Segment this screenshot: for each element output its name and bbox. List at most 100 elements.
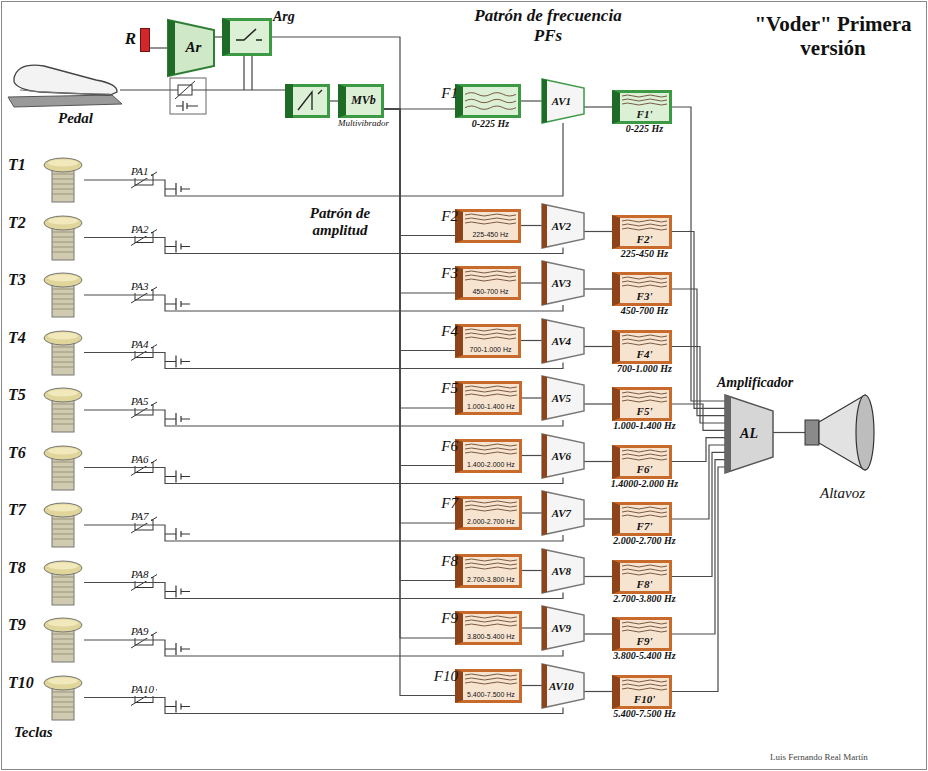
wave-line xyxy=(622,400,667,402)
filter-name: F10' xyxy=(634,693,655,705)
filter-waves xyxy=(622,679,667,691)
part-name: AV3 xyxy=(552,277,571,290)
output-filter: F9'3.800-5.400 Hz xyxy=(612,617,672,651)
wave-line xyxy=(465,674,517,676)
key-battery xyxy=(165,183,190,195)
wave-line xyxy=(622,684,667,686)
signal-name: PA7 xyxy=(129,510,151,523)
key-stem xyxy=(52,513,74,547)
switch-contact xyxy=(236,29,262,40)
amplifier-edge xyxy=(542,491,547,535)
key-cap xyxy=(44,446,82,460)
key-drawing xyxy=(42,559,84,607)
key-button: T9 xyxy=(8,616,84,664)
key-cap xyxy=(44,331,82,345)
output-filter: F7'2.000-2.700 Hz xyxy=(612,502,672,536)
pedal-to-switch-wire xyxy=(244,56,252,90)
key-ridge xyxy=(52,184,74,185)
multivibrator-block: MVbMultivibrador xyxy=(338,84,384,118)
signal-wire xyxy=(584,518,612,519)
key-name: T3 xyxy=(8,271,26,289)
key-drawing xyxy=(42,156,84,204)
output-filter: F5'1.000-1.400 Hz xyxy=(612,387,672,421)
key-cap-top xyxy=(48,562,78,569)
frequency-band: 450-700 Hz xyxy=(621,305,669,317)
frequency-band: 1.000-1.400 Hz xyxy=(613,420,676,432)
key-cap xyxy=(44,618,82,632)
key-stem xyxy=(52,168,74,202)
key-name: T6 xyxy=(8,444,26,462)
frequency-band: 700-1.000 Hz xyxy=(617,363,672,375)
part-name: MVb xyxy=(351,94,376,108)
key-stem xyxy=(52,571,74,605)
frequency-band: 1.4000-2.000 Hz xyxy=(611,478,679,490)
part-name: AV7 xyxy=(552,507,571,520)
key-cap-top xyxy=(48,160,78,167)
signal-wire xyxy=(384,109,455,408)
key-name: T5 xyxy=(8,386,26,404)
part-name: AV8 xyxy=(552,564,571,577)
wave-line xyxy=(465,563,517,565)
key-ridge xyxy=(52,289,74,290)
filter-name: F1' xyxy=(637,108,653,120)
wave-line xyxy=(465,448,517,450)
signal-wire xyxy=(522,570,542,571)
input-filter: F4700-1.000 Hz xyxy=(455,324,521,358)
variable-amplifier: AV9 xyxy=(542,606,584,650)
key-drawing xyxy=(42,444,84,492)
signal-wire xyxy=(522,455,542,456)
variable-amplifier: AV6 xyxy=(542,434,584,478)
section-label: Patrón de amplitud xyxy=(285,205,395,240)
section-label: Patrón de frecuencia PFs xyxy=(462,6,634,45)
wave-line xyxy=(622,507,667,509)
wave-line xyxy=(622,99,667,101)
key-ridge xyxy=(52,356,74,357)
author-credit: Luis Fernando Real Martín xyxy=(770,752,868,762)
wave-line xyxy=(465,624,517,626)
wave-line xyxy=(622,339,667,341)
wave-line xyxy=(465,390,517,392)
part-caption: Pedal xyxy=(58,110,93,127)
key-battery xyxy=(165,586,190,598)
key-ridge xyxy=(52,634,74,635)
key-battery xyxy=(165,528,190,540)
amplifier-edge xyxy=(168,20,175,76)
signal-wire xyxy=(584,461,612,462)
key-cap-top xyxy=(48,332,78,339)
signal-name: PA4 xyxy=(129,338,151,351)
amplifier-body xyxy=(168,20,214,76)
part-caption: Altavoz xyxy=(820,485,865,502)
key-ridge xyxy=(52,581,74,582)
key-name: T7 xyxy=(8,501,26,519)
key-ridge xyxy=(52,649,74,650)
key-name: T4 xyxy=(8,329,26,347)
signal-name: PA1 xyxy=(129,165,151,178)
key-ridge xyxy=(52,409,74,410)
key-cap xyxy=(44,388,82,402)
filter-name: F8 xyxy=(441,553,458,570)
signal-wire xyxy=(584,691,612,692)
filter-waves xyxy=(622,219,667,231)
filter-waves xyxy=(622,564,667,576)
key-stem xyxy=(52,628,74,662)
frequency-band: 0-225 Hz xyxy=(472,118,510,130)
signal-wire xyxy=(84,123,563,196)
key-drawing xyxy=(42,501,84,549)
wave-line xyxy=(465,505,517,507)
part-name: AV4 xyxy=(552,334,571,347)
wave-line xyxy=(465,386,517,388)
signal-name: PA8 xyxy=(129,568,151,581)
key-name: T10 xyxy=(8,674,34,692)
key-cap-top xyxy=(48,677,78,684)
signal-wire xyxy=(584,346,612,347)
signal-wire xyxy=(521,340,542,341)
key-drawing xyxy=(42,616,84,664)
key-battery xyxy=(165,471,190,483)
input-filter: F51.000-1.400 Hz xyxy=(455,381,522,415)
filter-name: F9 xyxy=(441,610,458,627)
signal-wire xyxy=(384,109,455,466)
part-caption: Amplificador xyxy=(717,375,793,391)
key-ridge xyxy=(52,366,74,367)
key-ridge xyxy=(52,476,74,477)
